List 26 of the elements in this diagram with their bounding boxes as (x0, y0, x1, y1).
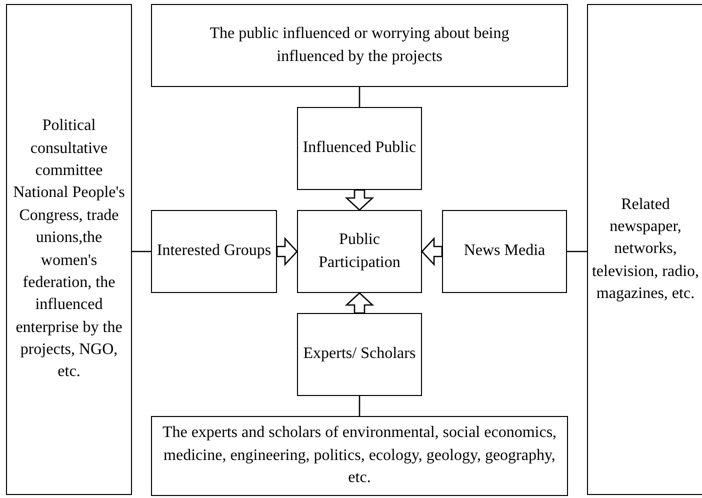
process-box (442, 210, 567, 293)
block-arrow (421, 236, 443, 266)
process-box (151, 210, 277, 293)
text-box (151, 416, 568, 496)
side-panel (587, 4, 702, 495)
process-box (297, 210, 422, 293)
node-text: Experts/ Scholars (303, 344, 416, 364)
node-text: Related newspaper, networks, television, radio, magazines, etc. (590, 194, 700, 304)
node-text: Political consultative committee National People's Congress, trade unions,the women's federation, the influenced enterprise by the projects, NGO, etc. (13, 116, 125, 382)
process-box (297, 107, 422, 190)
node-text: Interested Groups (156, 241, 272, 262)
block-arrow (344, 189, 374, 211)
node-text: Public Participation (318, 230, 402, 272)
text-box (151, 4, 568, 87)
process-box (297, 313, 422, 396)
node-text: The experts and scholars of environmental, social economics, medicine, engineering, politics, ecology, geology, geography, etc. (161, 423, 558, 488)
node-text: The public influenced or worrying about being influenced by the projects (208, 24, 510, 66)
block-arrow (276, 236, 298, 266)
connector-line (358, 396, 360, 416)
node-text: News Media (464, 241, 546, 262)
node-text: Influenced Public (302, 138, 416, 158)
connector-line (132, 250, 151, 252)
connector-line (358, 87, 360, 107)
side-panel (6, 4, 132, 495)
connector-line (567, 250, 587, 252)
block-arrow (344, 292, 374, 314)
